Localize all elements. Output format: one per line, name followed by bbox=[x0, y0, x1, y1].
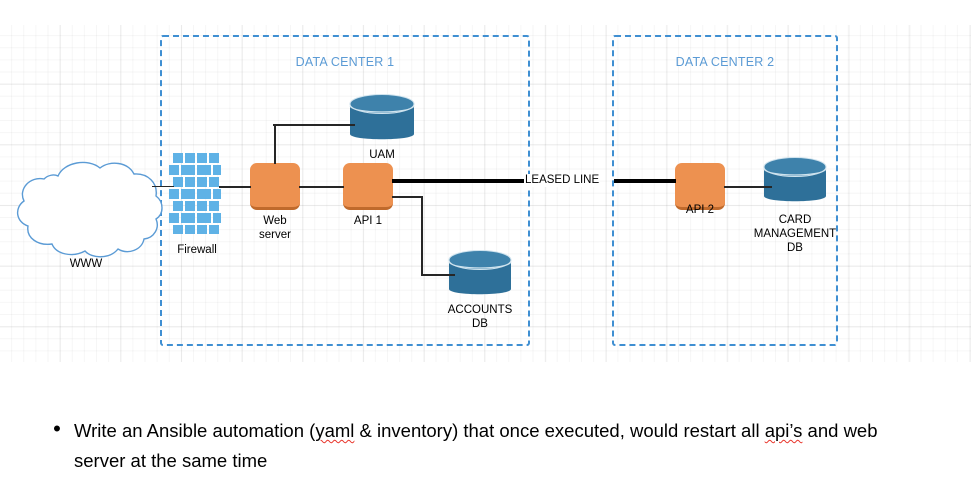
api-2-node[interactable] bbox=[675, 163, 725, 210]
uam-label: UAM bbox=[369, 149, 395, 161]
www-cloud-icon bbox=[6, 156, 168, 268]
web-server-node[interactable] bbox=[250, 163, 300, 210]
leased-line-left-segment bbox=[392, 179, 525, 183]
leased-line-label: LEASED LINE bbox=[524, 174, 601, 187]
notes-misspelled-apis: api’s bbox=[764, 420, 803, 441]
link-www-to-firewall bbox=[152, 186, 174, 188]
accounts-db-label: ACCOUNTS DB bbox=[447, 304, 513, 330]
firewall-brick-wall-icon bbox=[169, 153, 221, 238]
notes-bullet-item: • Write an Ansible automation (yaml & in… bbox=[40, 416, 920, 476]
firewall-label: Firewall bbox=[177, 244, 217, 256]
link-api-1-to-accounts-db-top bbox=[392, 196, 422, 198]
link-api-1-to-accounts-db-drop bbox=[421, 196, 423, 275]
link-api-2-to-card-db bbox=[724, 186, 772, 188]
link-web-server-to-uam-run bbox=[273, 124, 355, 126]
web-server-label: Web server bbox=[259, 215, 291, 241]
api-2-label: API 2 bbox=[685, 204, 715, 216]
card-management-db-cylinder-icon[interactable] bbox=[762, 155, 828, 209]
link-firewall-to-web-server bbox=[219, 186, 251, 188]
api-1-label: API 1 bbox=[353, 215, 383, 227]
accounts-db-cylinder-icon[interactable] bbox=[447, 248, 513, 302]
link-web-server-to-uam-riser bbox=[274, 125, 276, 164]
notes-text-part-2: & inventory) that once executed, would r… bbox=[354, 420, 765, 441]
card-management-db-label: CARD MANAGEMENT DB bbox=[753, 214, 837, 254]
uam-database-cylinder-icon[interactable] bbox=[348, 92, 416, 146]
link-api-1-to-accounts-db-bottom bbox=[421, 274, 455, 276]
datacenter-1-title: DATA CENTER 1 bbox=[295, 55, 395, 69]
bullet-marker: • bbox=[53, 416, 61, 441]
link-web-server-to-api-1 bbox=[299, 186, 344, 188]
notes-text-part-1: Write an Ansible automation ( bbox=[74, 420, 316, 441]
api-1-node[interactable] bbox=[343, 163, 393, 210]
notes-text-part-3: and web server at the same time bbox=[74, 420, 878, 471]
datacenter-2-boundary: DATA CENTER 2 bbox=[612, 35, 838, 346]
notes-misspelled-yaml: yaml bbox=[315, 420, 355, 441]
notes-text: Write an Ansible automation (yaml & inve… bbox=[74, 416, 920, 476]
datacenter-2-title: DATA CENTER 2 bbox=[675, 55, 775, 69]
leased-line-right-segment bbox=[614, 179, 676, 183]
www-label: WWW bbox=[69, 258, 103, 270]
datacenter-1-boundary: DATA CENTER 1 bbox=[160, 35, 530, 346]
